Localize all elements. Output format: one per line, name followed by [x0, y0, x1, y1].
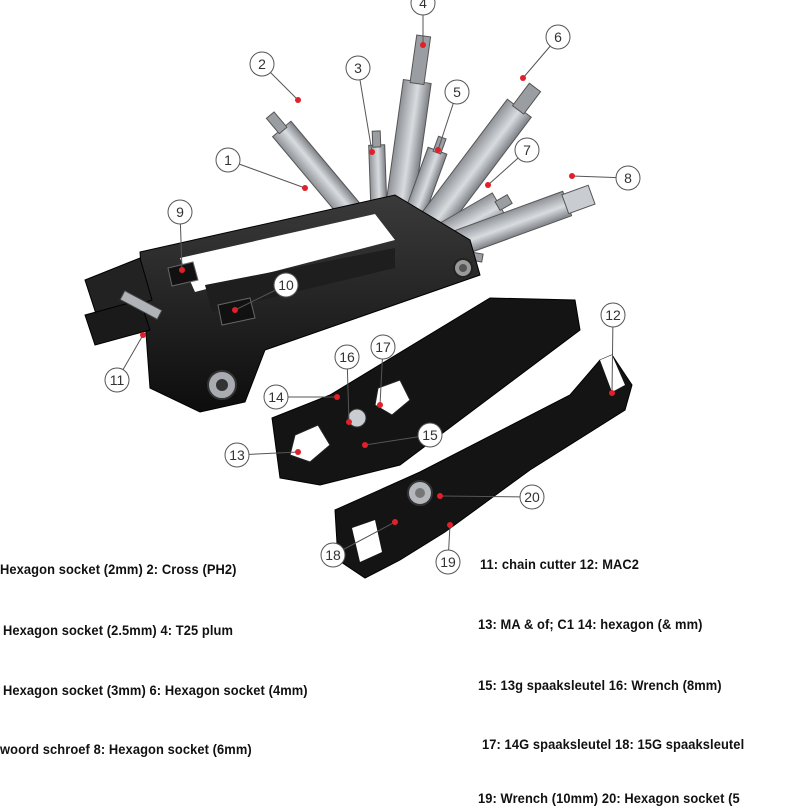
svg-text:10: 10: [278, 277, 294, 293]
svg-text:11: 11: [110, 372, 125, 388]
callout-12: 12: [600, 302, 626, 328]
svg-text:4: 4: [419, 0, 427, 11]
callout-7: 7: [514, 137, 540, 163]
callout-dots: [140, 42, 615, 528]
caption-left-2: Hexagon socket (2.5mm) 4: T25 plum: [3, 622, 234, 638]
callout-18: 18: [320, 542, 346, 568]
svg-text:6: 6: [554, 29, 562, 45]
svg-text:14: 14: [268, 389, 284, 405]
caption-right-1: 11: chain cutter 12: MAC2: [480, 556, 640, 572]
callout-3: 3: [345, 55, 371, 81]
svg-text:15: 15: [422, 427, 438, 443]
callout-11: 11: [104, 367, 130, 393]
tool-body: [84, 194, 481, 413]
svg-text:12: 12: [605, 307, 621, 323]
callout-6: 6: [545, 24, 571, 50]
callout-16: 16: [334, 344, 360, 370]
caption-left-3: Hexagon socket (3mm) 6: Hexagon socket (…: [3, 682, 308, 698]
svg-text:2: 2: [258, 56, 266, 72]
svg-text:7: 7: [523, 142, 531, 158]
svg-text:9: 9: [176, 204, 184, 220]
caption-left-4: woord schroef 8: Hexagon socket (6mm): [0, 741, 252, 757]
callout-2: 2: [249, 51, 275, 77]
callout-9: 9: [167, 199, 193, 225]
svg-text:16: 16: [339, 349, 355, 365]
callout-8: 8: [615, 165, 641, 191]
callout-17: 17: [370, 334, 396, 360]
svg-text:3: 3: [354, 60, 362, 76]
svg-text:17: 17: [375, 339, 391, 355]
caption-right-3: 15: 13g spaaksleutel 16: Wrench (8mm): [478, 677, 722, 693]
svg-text:18: 18: [325, 547, 341, 563]
caption-right-5: 19: Wrench (10mm) 20: Hexagon socket (5: [478, 790, 740, 806]
open-end-wrench: [334, 354, 633, 579]
callout-15: 15: [417, 422, 443, 448]
caption-left-1: Hexagon socket (2mm) 2: Cross (PH2): [0, 561, 237, 577]
svg-text:19: 19: [440, 554, 456, 570]
caption-right-2: 13: MA & of; C1 14: hexagon (& mm): [478, 616, 703, 632]
callout-10: 10: [273, 272, 299, 298]
callout-13: 13: [224, 442, 250, 468]
callout-5: 5: [444, 79, 470, 105]
svg-text:1: 1: [224, 152, 232, 168]
svg-text:5: 5: [453, 84, 461, 100]
caption-right-4: 17: 14G spaaksleutel 18: 15G spaaksleute…: [482, 736, 745, 752]
bit-6: [407, 82, 542, 250]
callout-4: 4: [410, 0, 436, 16]
svg-text:20: 20: [524, 489, 540, 505]
callout-14: 14: [263, 384, 289, 410]
callout-19: 19: [435, 549, 461, 575]
callout-1: 1: [215, 147, 241, 173]
svg-text:8: 8: [624, 170, 632, 186]
callout-labels: 1 2 3 4 5 6 7 8 9 10 11 12 13 14 15 16 1…: [104, 0, 641, 575]
callout-20: 20: [519, 484, 545, 510]
bit-8: [439, 184, 596, 261]
svg-text:13: 13: [229, 447, 245, 463]
spoke-wrench-plate: [271, 297, 581, 486]
